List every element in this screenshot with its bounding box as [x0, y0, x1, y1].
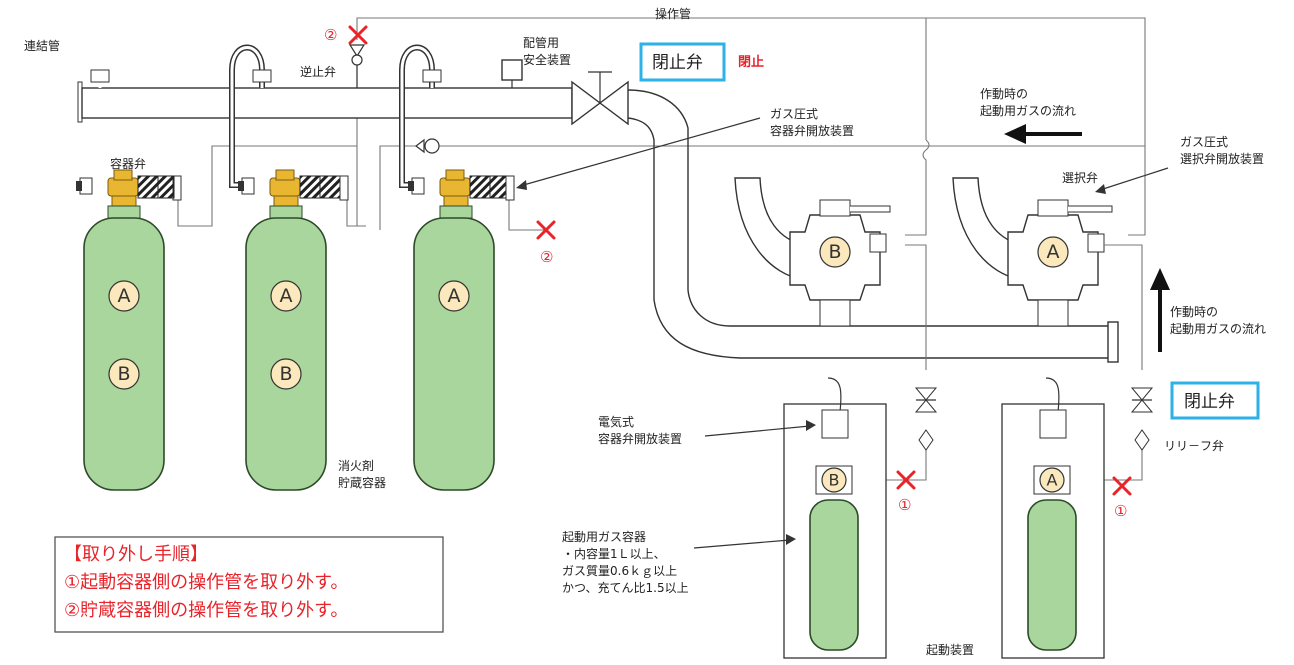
- selector-opener-label-1: ガス圧式: [1180, 135, 1228, 149]
- badge-a: A: [448, 285, 461, 307]
- operation-pipe-label: 操作管: [655, 6, 691, 21]
- badge-b: B: [829, 471, 840, 490]
- check-valve-middle: [415, 138, 440, 154]
- storage-cylinder-2: A B: [229, 44, 349, 491]
- safety-device-label-1: 配管用: [523, 35, 559, 50]
- procedure-step-1: ①起動容器側の操作管を取り外す。: [64, 572, 348, 593]
- storage-cylinder-1: A B: [68, 46, 182, 491]
- flow-right-label-1: 作動時の: [1170, 305, 1218, 319]
- procedure-box: [54, 536, 444, 633]
- selector-valve-a: A: [952, 177, 1113, 327]
- container-valve-label: 容器弁: [110, 156, 146, 171]
- closing-valve-label: 閉止弁: [652, 53, 703, 73]
- badge-b: B: [828, 241, 841, 263]
- starter-enclosure-b: B: [783, 377, 887, 659]
- badge-a: A: [118, 285, 131, 307]
- electric-opener-label-2: 容器弁開放装置: [598, 431, 682, 446]
- mark-2-top: ②: [324, 26, 337, 44]
- start-gas-label-4: かつ、充てん比1.5以上: [562, 580, 689, 595]
- flow-top-label-1: 作動時の: [980, 87, 1028, 101]
- selector-valve-b: B: [734, 177, 891, 327]
- gas-opener-label-1: ガス圧式: [770, 107, 818, 121]
- start-gas-label-3: ガス質量0.6ｋｇ以上: [562, 563, 677, 578]
- badge-b: B: [279, 363, 292, 385]
- pipe-safety-device: [501, 59, 523, 88]
- closing-valve-starter-a: [1130, 387, 1154, 451]
- closing-valve-symbol: [571, 80, 602, 126]
- header-pipe: [77, 71, 1119, 363]
- flow-right-label-2: 起動用ガスの流れ: [1170, 322, 1266, 336]
- starter-enclosure-a: A: [1001, 377, 1105, 659]
- gas-opener-label-2: 容器弁開放装置: [770, 123, 854, 138]
- closing-valve-box-2: [1170, 381, 1260, 420]
- badge-a: A: [1047, 241, 1060, 263]
- leader-lines: [516, 117, 1169, 549]
- relief-valve-label: リリ－フ弁: [1164, 438, 1224, 453]
- storage-label-1: 消火剤: [338, 458, 374, 473]
- connecting-pipe-label: 連結管: [24, 38, 60, 53]
- safety-device-label-2: 安全装置: [523, 52, 571, 67]
- storage-cylinder-3: A: [399, 44, 515, 491]
- selector-opener-label-2: 選択弁開放装置: [1180, 151, 1264, 166]
- flow-arrow-left: [1004, 124, 1082, 144]
- badge-b: B: [117, 363, 130, 385]
- mark-1-starter-a: ①: [1114, 502, 1127, 520]
- check-valve-label: 逆止弁: [300, 64, 336, 79]
- flow-arrow-up: [1150, 268, 1170, 352]
- check-valve-top: [348, 44, 366, 88]
- mark-1-starter-b: ①: [898, 496, 911, 514]
- procedure-step-2: ②貯蔵容器側の操作管を取り外す。: [64, 600, 348, 621]
- selector-valve-label: 選択弁: [1062, 170, 1098, 185]
- closing-valve-2-label: 閉止弁: [1184, 392, 1235, 412]
- procedure-title: 【取り外し手順】: [64, 544, 208, 565]
- badge-a: A: [1047, 471, 1058, 490]
- remove-mark-starter-a: [1112, 476, 1132, 496]
- remove-mark-cyl3: [536, 220, 556, 240]
- remove-mark-top: [348, 25, 368, 45]
- starter-label: 起動装置: [926, 643, 974, 657]
- flow-top-label-2: 起動用ガスの流れ: [980, 104, 1076, 118]
- start-gas-label-2: ・内容量1Ｌ以上、: [562, 546, 666, 561]
- remove-mark-starter-b: [896, 470, 916, 490]
- closed-label: 閉止: [738, 54, 764, 70]
- storage-label-2: 貯蔵容器: [338, 475, 386, 490]
- closing-valve-starter-b: [914, 387, 938, 451]
- operation-pipe: [177, 17, 1146, 236]
- electric-opener-label-1: 電気式: [598, 414, 634, 429]
- mark-2-cylinder: ②: [540, 248, 553, 266]
- badge-a: A: [280, 285, 293, 307]
- start-gas-label-1: 起動用ガス容器: [562, 529, 646, 544]
- closing-valve-box: [639, 42, 726, 82]
